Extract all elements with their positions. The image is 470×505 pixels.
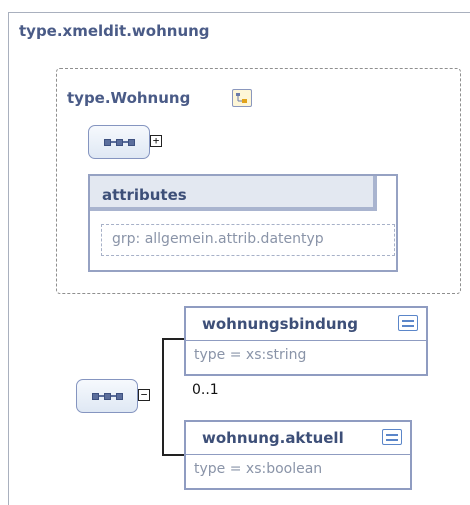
sequence-icon[interactable] — [88, 125, 150, 159]
documentation-icon[interactable] — [382, 429, 402, 445]
element-name: wohnungsbindung — [202, 315, 358, 333]
connector-to-wohnungsbindung — [162, 338, 186, 340]
sequence-icon[interactable] — [76, 379, 138, 413]
expand-icon[interactable]: + — [150, 135, 162, 147]
attributes-header — [90, 176, 377, 211]
element-name: wohnung.aktuell — [202, 429, 344, 447]
type-icon[interactable] — [232, 89, 252, 107]
element-header — [186, 308, 426, 341]
complex-type-box — [56, 68, 461, 294]
element-type: type = xs:boolean — [194, 461, 323, 477]
outer-title: type.xmeldit.wohnung — [19, 22, 210, 40]
documentation-icon[interactable] — [398, 315, 418, 331]
element-wohnung-aktuell[interactable]: wohnung.aktuell type = xs:boolean — [184, 420, 412, 490]
sequence-connector-vertical — [162, 338, 164, 456]
outer-frame — [8, 12, 470, 505]
connector-to-wohnung-aktuell — [162, 454, 186, 456]
element-type: type = xs:string — [194, 347, 307, 363]
complex-type-title: type.Wohnung — [67, 89, 191, 107]
occurrence-label: 0..1 — [192, 382, 219, 398]
collapse-icon[interactable]: − — [138, 389, 150, 401]
attribute-group-ref[interactable]: grp: allgemein.attrib.datentyp — [101, 224, 395, 256]
attributes-label: attributes — [102, 186, 187, 204]
element-header — [186, 422, 410, 455]
element-wohnungsbindung[interactable]: wohnungsbindung type = xs:string — [184, 306, 428, 376]
